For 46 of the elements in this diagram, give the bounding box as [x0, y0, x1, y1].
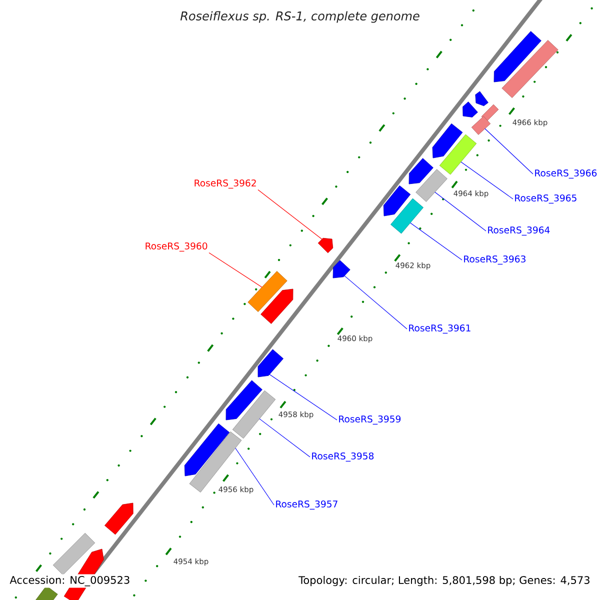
gene-block — [232, 390, 276, 439]
leader-line — [460, 162, 514, 200]
leader-line — [344, 276, 408, 330]
gene-block — [416, 169, 448, 202]
gene-label: RoseRS_3963 — [464, 255, 526, 265]
gene-block — [52, 532, 96, 576]
info-text: Topology: circular; Length: 5,801,598 bp; Genes: 4,573 — [297, 574, 592, 588]
gene-label: RoseRS_3959 — [339, 415, 401, 425]
leader-line — [269, 374, 338, 420]
gene-label: RoseRS_3965 — [515, 194, 576, 204]
leader-line — [208, 252, 262, 288]
gene-block — [432, 123, 463, 158]
leader-line — [484, 128, 534, 174]
gene-block — [226, 380, 262, 420]
gene-label: RoseRS_3958 — [312, 452, 374, 462]
leader-line — [235, 448, 274, 506]
gene-block — [494, 31, 542, 82]
gene-block — [189, 432, 242, 492]
gene-block — [318, 238, 334, 254]
gene-label: RoseRS_3960 — [146, 242, 208, 252]
leader-line — [258, 189, 322, 240]
gene-block — [184, 423, 230, 476]
gene-block — [462, 102, 478, 118]
gene-block — [439, 134, 477, 175]
gene-block — [475, 91, 488, 106]
leader-line — [434, 192, 486, 232]
gene-label: RoseRS_3962 — [194, 179, 256, 189]
gene-label: RoseRS_3966 — [535, 169, 597, 179]
gene-block — [34, 586, 58, 600]
gene-block — [502, 40, 558, 98]
gene-label: RoseRS_3964 — [488, 226, 550, 236]
gene-block — [471, 116, 491, 135]
gene-block — [383, 185, 411, 216]
leader-line — [259, 418, 310, 458]
gene-block — [390, 198, 424, 234]
gene-block — [260, 288, 294, 324]
gene-label: RoseRS_3957 — [276, 500, 338, 510]
gene-block — [248, 271, 288, 312]
info-text: Accession: NC_009523 — [8, 574, 132, 588]
leader-line — [410, 222, 462, 260]
gene-block — [258, 349, 284, 378]
gene-block — [408, 158, 434, 184]
gene-block — [332, 260, 350, 278]
title: Roseiflexus sp. RS-1, complete genome — [180, 11, 420, 23]
gene-label: RoseRS_3961 — [409, 324, 470, 334]
gene-block — [104, 502, 134, 535]
